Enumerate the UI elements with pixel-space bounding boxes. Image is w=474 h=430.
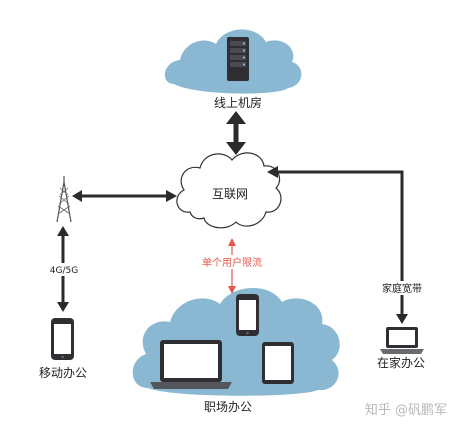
laptop-icon bbox=[380, 327, 424, 354]
workplace-laptop-icon bbox=[150, 340, 232, 389]
tower-internet-arrow bbox=[72, 190, 177, 202]
tablet-icon bbox=[262, 342, 294, 384]
home-internet-arrow bbox=[267, 166, 408, 324]
workplace-phone-icon bbox=[236, 294, 259, 336]
datacenter-label: 线上机房 bbox=[214, 95, 262, 110]
server-icon bbox=[227, 37, 249, 81]
datacenter-internet-arrow bbox=[226, 111, 246, 155]
rate-limit-label: 单个用户限流 bbox=[202, 256, 262, 269]
home-broadband-label: 家庭宽带 bbox=[382, 282, 422, 295]
mobile-office-label: 移动办公 bbox=[39, 365, 87, 380]
home-broadband-bg bbox=[375, 281, 429, 295]
network-type-bg bbox=[50, 263, 80, 276]
rate-limit-bg bbox=[200, 255, 264, 269]
workplace-office-label: 职场办公 bbox=[204, 399, 252, 414]
tower-icon bbox=[56, 176, 72, 223]
watermark-text: 知乎 @矾鹏军 bbox=[365, 402, 447, 418]
phone-icon bbox=[51, 318, 74, 360]
internet-label: 互联网 bbox=[212, 187, 248, 201]
home-office-label: 在家办公 bbox=[377, 355, 425, 370]
network-type-label: 4G/5G bbox=[50, 266, 78, 276]
